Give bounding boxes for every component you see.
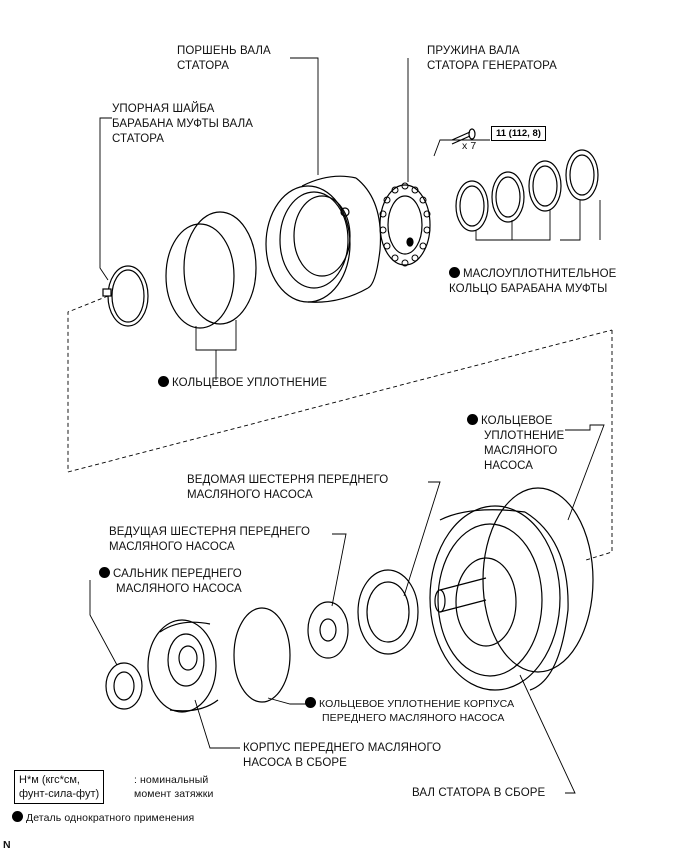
label-driven-gear: ВЕДОМАЯ ШЕСТЕРНЯ ПЕРЕДНЕГО МАСЛЯНОГО НАС… [187, 474, 389, 501]
nonreusable-dot-icon [305, 697, 316, 708]
pump-o-ring-part [482, 487, 594, 673]
leader-lines [89, 57, 605, 794]
alignment-dashed-lines [67, 295, 613, 561]
torque-box: 11 (112, 8) [491, 126, 546, 141]
nonreusable-dot-icon [467, 414, 478, 425]
driven-gear-part [357, 569, 419, 655]
stator-shaft-part [429, 505, 569, 691]
front-pump-oil-seal-part [105, 662, 143, 710]
pump-body-part [147, 619, 219, 713]
o-ring-pair-part [165, 211, 257, 329]
label-thrust-washer: УПОРНАЯ ШАЙБА БАРАБАНА МУФТЫ ВАЛА СТАТОР… [112, 103, 254, 145]
stator-piston-part [265, 175, 382, 303]
drive-gear-part [307, 601, 349, 659]
nonreusable-dot-icon [12, 811, 23, 822]
nonreusable-dot-icon [158, 376, 169, 387]
stator-spring-part [379, 182, 431, 267]
thrust-washer-part [102, 265, 149, 327]
label-o-ring: КОЛЬЦЕВОЕ УПЛОТНЕНИЕ [158, 376, 327, 391]
legend-nonreusable: Деталь однократного применения [12, 811, 194, 825]
nonreusable-dot-icon [449, 267, 460, 278]
label-pump-body-o-ring: КОЛЬЦЕВОЕ УПЛОТНЕНИЕ КОРПУСА ПЕРЕДНЕГО М… [305, 697, 514, 725]
label-drive-gear: ВЕДУЩАЯ ШЕСТЕРНЯ ПЕРЕДНЕГО МАСЛЯНОГО НАС… [109, 526, 310, 553]
label-stator-spring: ПРУЖИНА ВАЛА СТАТОРА ГЕНЕРАТОРА [427, 45, 557, 72]
legend-unit-box: Н*м (кгс*см, фунт-сила-фут) [14, 770, 105, 804]
corner-mark: N [3, 839, 11, 851]
label-pump-o-ring: КОЛЬЦЕВОЕ УПЛОТНЕНИЕ МАСЛЯНОГО НАСОСА [467, 414, 564, 474]
bolt-qty: x 7 [462, 140, 477, 152]
legend-unit-desc: : номинальный момент затяжки [134, 774, 214, 800]
label-front-pump-oil-seal: САЛЬНИК ПЕРЕДНЕГО МАСЛЯНОГО НАСОСА [99, 567, 242, 597]
label-stator-shaft-assy: ВАЛ СТАТОРА В СБОРЕ [412, 787, 546, 799]
label-drum-seal-ring: МАСЛОУПЛОТНИТЕЛЬНОЕ КОЛЬЦО БАРАБАНА МУФТ… [449, 267, 617, 295]
nonreusable-dot-icon [99, 567, 110, 578]
pump-body-o-ring-part [233, 607, 291, 703]
label-stator-piston: ПОРШЕНЬ ВАЛА СТАТОРА [177, 45, 271, 72]
label-pump-body-assy: КОРПУС ПЕРЕДНЕГО МАСЛЯНОГО НАСОСА В СБОР… [243, 742, 442, 769]
drum-seal-rings-part [455, 149, 599, 232]
